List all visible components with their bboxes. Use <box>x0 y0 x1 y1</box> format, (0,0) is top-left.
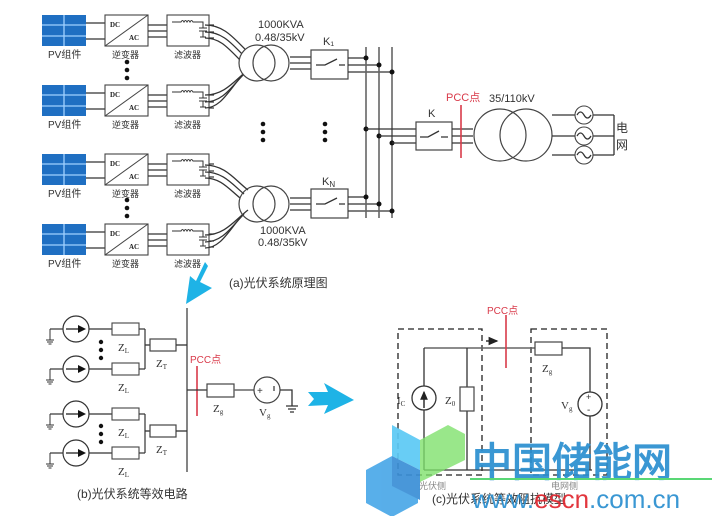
filter-label: 滤波器 <box>174 258 201 269</box>
caption-b: (b)光伏系统等效电路 <box>77 486 188 501</box>
watermark-logo-icon <box>366 425 465 516</box>
caption-a: (a)光伏系统原理图 <box>229 276 328 290</box>
ground-icon <box>46 414 54 430</box>
zg-label-b: Zg <box>213 403 224 416</box>
zt-label-lower: ZT <box>156 444 168 457</box>
vg-label-c: Vg <box>561 400 573 413</box>
switch-kn-label: KN <box>322 176 335 189</box>
zg-label-c: Zg <box>542 363 553 376</box>
grid-side-box <box>530 328 608 476</box>
zt-upper: ZT <box>145 338 187 371</box>
z0-label: Z0 <box>445 395 456 408</box>
pcc-label-b: PCC点 <box>190 354 221 366</box>
branch-junctions <box>98 329 146 453</box>
grid-label-1: 电 <box>616 121 628 135</box>
zl-resistor <box>111 362 140 376</box>
transformer-bottom: 1000KVA 0.48/35kV <box>204 164 308 249</box>
arrow-right-icon <box>308 383 354 414</box>
switch-kn: KN <box>290 176 392 219</box>
pcc-label-c: PCC点 <box>487 305 518 317</box>
current-source-branch: ZL <box>46 439 145 479</box>
zt-label-upper: ZT <box>156 358 168 371</box>
pv-string-row: PV组件 DC AC 逆变器 滤波器 <box>42 14 214 61</box>
filter-label: 滤波器 <box>174 188 201 199</box>
transformer-bottom-voltage: 0.48/35kV <box>258 237 308 249</box>
filter-label: 滤波器 <box>174 119 201 130</box>
zl-resistor <box>111 446 140 460</box>
inverter-label: 逆变器 <box>112 188 139 199</box>
plus-sign: + <box>586 392 591 402</box>
inverter-label: 逆变器 <box>112 49 139 60</box>
pv-label: PV组件 <box>48 118 81 131</box>
transformer-top-rating: 1000KVA <box>258 19 304 31</box>
ic-label: IC <box>397 395 406 408</box>
pv-string-row: PV组件 DC AC 逆变器 滤波器 <box>42 84 214 131</box>
pv-string-row: PV组件 DC AC 逆变器 滤波器 <box>42 223 214 270</box>
z0-resistor <box>459 386 475 412</box>
zl-resistor <box>111 322 140 336</box>
vg-source-c <box>577 391 603 417</box>
inverter-ac: AC <box>129 104 139 112</box>
switch-k-label: K <box>428 108 436 120</box>
zl-label: ZL <box>118 427 129 440</box>
ground-icon <box>286 405 298 413</box>
part-a: PV组件 DC AC 逆变器 滤波器 PV组件 <box>42 14 628 290</box>
zg-resistor-c <box>534 341 563 356</box>
watermark-url: www.escn.com.cn <box>471 484 680 514</box>
current-source-branch: ZL <box>46 355 145 395</box>
zl-resistor <box>111 407 140 421</box>
current-source-branch: ZL <box>46 400 145 440</box>
inverter-dc: DC <box>110 91 120 99</box>
minus-sign: - <box>587 405 590 416</box>
grid-label-2: 网 <box>616 138 628 152</box>
transformer-bottom-rating: 1000KVA <box>260 225 306 237</box>
switch-k: K <box>415 108 473 151</box>
main-transformer-label: 35/110kV <box>489 93 535 105</box>
pcc-label-a: PCC点 <box>446 91 480 104</box>
inverter-ac: AC <box>129 243 139 251</box>
watermark: 中国储能网 www.escn.com.cn <box>366 425 712 516</box>
zg-resistor-b <box>206 383 235 398</box>
ellipsis-dots <box>124 59 328 219</box>
inverter-label: 逆变器 <box>112 258 139 269</box>
transformer-top: 1000KVA 0.48/35kV <box>204 19 305 109</box>
ground-icon <box>46 453 54 469</box>
caption-c: (c)光伏系统等效阻抗模型 <box>432 491 566 506</box>
grid-side-label: 电网侧 <box>551 480 578 491</box>
zl-label: ZL <box>118 466 129 479</box>
inverter-dc: DC <box>110 230 120 238</box>
inverter-dc: DC <box>110 160 120 168</box>
inverter-dc: DC <box>110 21 120 29</box>
zl-label: ZL <box>118 342 129 355</box>
zl-label: ZL <box>118 382 129 395</box>
ground-icon <box>46 369 54 385</box>
switch-k1: K₁ <box>290 36 392 80</box>
inverter-label: 逆变器 <box>112 119 139 130</box>
pv-label: PV组件 <box>48 257 81 270</box>
vg-label-b: Vg <box>259 407 271 420</box>
inverter-ac: AC <box>129 173 139 181</box>
pv-string-row: PV组件 DC AC 逆变器 滤波器 <box>42 153 214 200</box>
main-transformer: 35/110kV 电 网 <box>473 93 628 165</box>
ground-icon <box>46 329 54 345</box>
part-b: ZL ZL ZL ZL <box>46 308 298 501</box>
ac-source-icons <box>574 105 594 165</box>
transformer-top-voltage: 0.48/35kV <box>255 32 305 44</box>
zt-lower: ZT <box>145 424 187 457</box>
filter-label: 滤波器 <box>174 49 201 60</box>
busbars <box>363 47 416 218</box>
switch-k1-label: K₁ <box>323 36 334 48</box>
pv-label: PV组件 <box>48 187 81 200</box>
pv-side-box <box>397 328 483 476</box>
part-c: PCC点 IC Z0 Zg + - Vg 光伏侧 电网侧 (c)光伏系统等效阻抗… <box>397 305 608 506</box>
current-source-branch: ZL <box>46 315 145 355</box>
pv-label: PV组件 <box>48 48 81 61</box>
pv-side-label: 光伏侧 <box>419 480 446 491</box>
svg-text:+: + <box>257 386 263 397</box>
inverter-ac: AC <box>129 34 139 42</box>
arrow-down-icon <box>186 262 212 304</box>
